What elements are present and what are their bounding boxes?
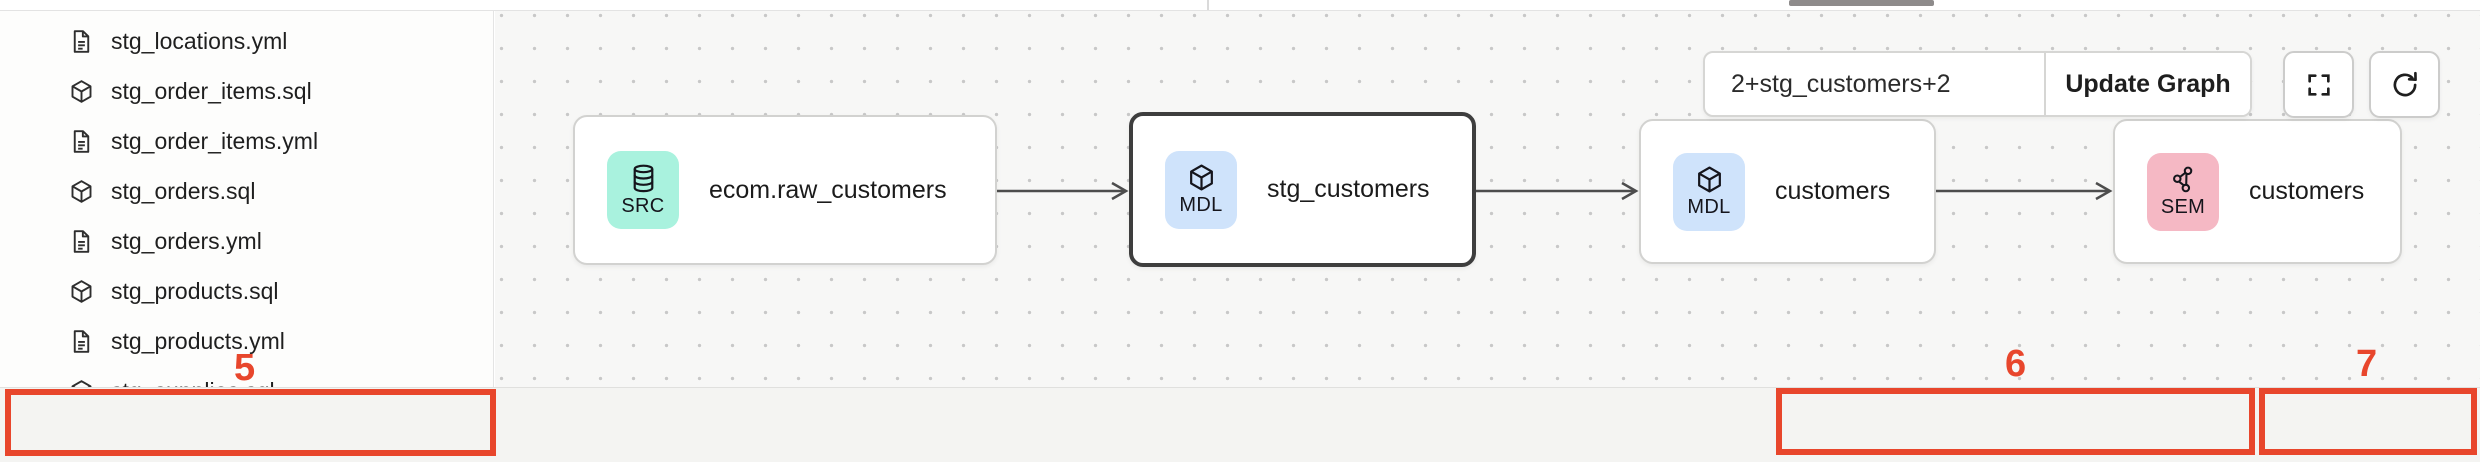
refresh-icon (2393, 71, 2417, 96)
document-icon (68, 228, 95, 255)
file-name: stg_orders.sql (111, 177, 256, 204)
semantic-badge: SEM (2147, 152, 2219, 231)
file-name: stg_locations.yml (111, 27, 288, 54)
badge-label: SRC (621, 194, 665, 217)
file-name: stg_supplies.sql (111, 378, 275, 388)
command-bottom-bar (0, 387, 2480, 462)
lineage-node-stg-customers[interactable]: MDL stg_customers (1129, 112, 1476, 267)
badge-label: SEM (2160, 196, 2206, 218)
file-row-stg-locations-yml[interactable]: stg_locations.yml (0, 16, 493, 66)
fullscreen-icon (2307, 73, 2330, 96)
file-row-partial[interactable]: stg_supplies.sql (0, 366, 493, 387)
document-icon (68, 328, 95, 355)
model-cube-icon (68, 278, 95, 305)
node-label: customers (2249, 177, 2365, 205)
lineage-node-customers-model[interactable]: MDL customers (1639, 119, 1936, 264)
model-cube-icon (68, 178, 95, 205)
file-explorer-sidebar: stg_locations.yml stg_order_items.sql st… (0, 11, 494, 387)
file-row-stg-orders-yml[interactable]: stg_orders.yml (0, 216, 493, 266)
file-row-stg-products-sql[interactable]: stg_products.sql (0, 266, 493, 316)
source-badge: SRC (607, 151, 679, 229)
fullscreen-button[interactable] (2283, 51, 2354, 118)
node-label: stg_customers (1267, 175, 1430, 203)
file-name: stg_products.yml (111, 327, 285, 354)
model-badge: MDL (1165, 150, 1237, 229)
file-name: stg_orders.yml (111, 227, 262, 254)
lineage-selector-input[interactable] (1705, 53, 2044, 115)
model-badge: MDL (1673, 152, 1745, 231)
lineage-canvas[interactable]: SRC ecom.raw_customers MDL stg_customers… (495, 11, 2480, 387)
file-row-stg-order-items-sql[interactable]: stg_order_items.sql (0, 66, 493, 116)
tab-scrollbar-thumb[interactable] (1789, 0, 1934, 6)
lineage-node-source-raw-customers[interactable]: SRC ecom.raw_customers (573, 115, 997, 265)
file-name: stg_products.sql (111, 277, 279, 304)
cube-icon (1189, 164, 1213, 191)
update-graph-button[interactable]: Update Graph (2044, 53, 2250, 115)
refresh-button[interactable] (2369, 51, 2440, 118)
lineage-node-customers-semantic[interactable]: SEM customers (2113, 119, 2402, 264)
tab-divider (1207, 0, 1209, 10)
file-row-stg-products-yml[interactable]: stg_products.yml (0, 316, 493, 366)
file-name: stg_order_items.sql (111, 77, 312, 104)
node-label: customers (1775, 177, 1891, 205)
file-name: stg_order_items.yml (111, 127, 319, 154)
file-row-stg-orders-sql[interactable]: stg_orders.sql (0, 166, 493, 216)
model-cube-icon (68, 378, 95, 387)
badge-label: MDL (1687, 196, 1731, 218)
file-row-stg-order-items-yml[interactable]: stg_order_items.yml (0, 116, 493, 166)
database-icon (633, 164, 653, 192)
lineage-selector-group: Update Graph (1703, 51, 2252, 117)
tab-bar-edge (0, 0, 2480, 11)
cube-icon (1697, 166, 1721, 193)
document-icon (68, 128, 95, 155)
semantic-model-icon (2172, 166, 2192, 193)
document-icon (68, 28, 95, 55)
model-cube-icon (68, 78, 95, 105)
badge-label: MDL (1179, 194, 1223, 216)
node-label: ecom.raw_customers (709, 175, 947, 204)
